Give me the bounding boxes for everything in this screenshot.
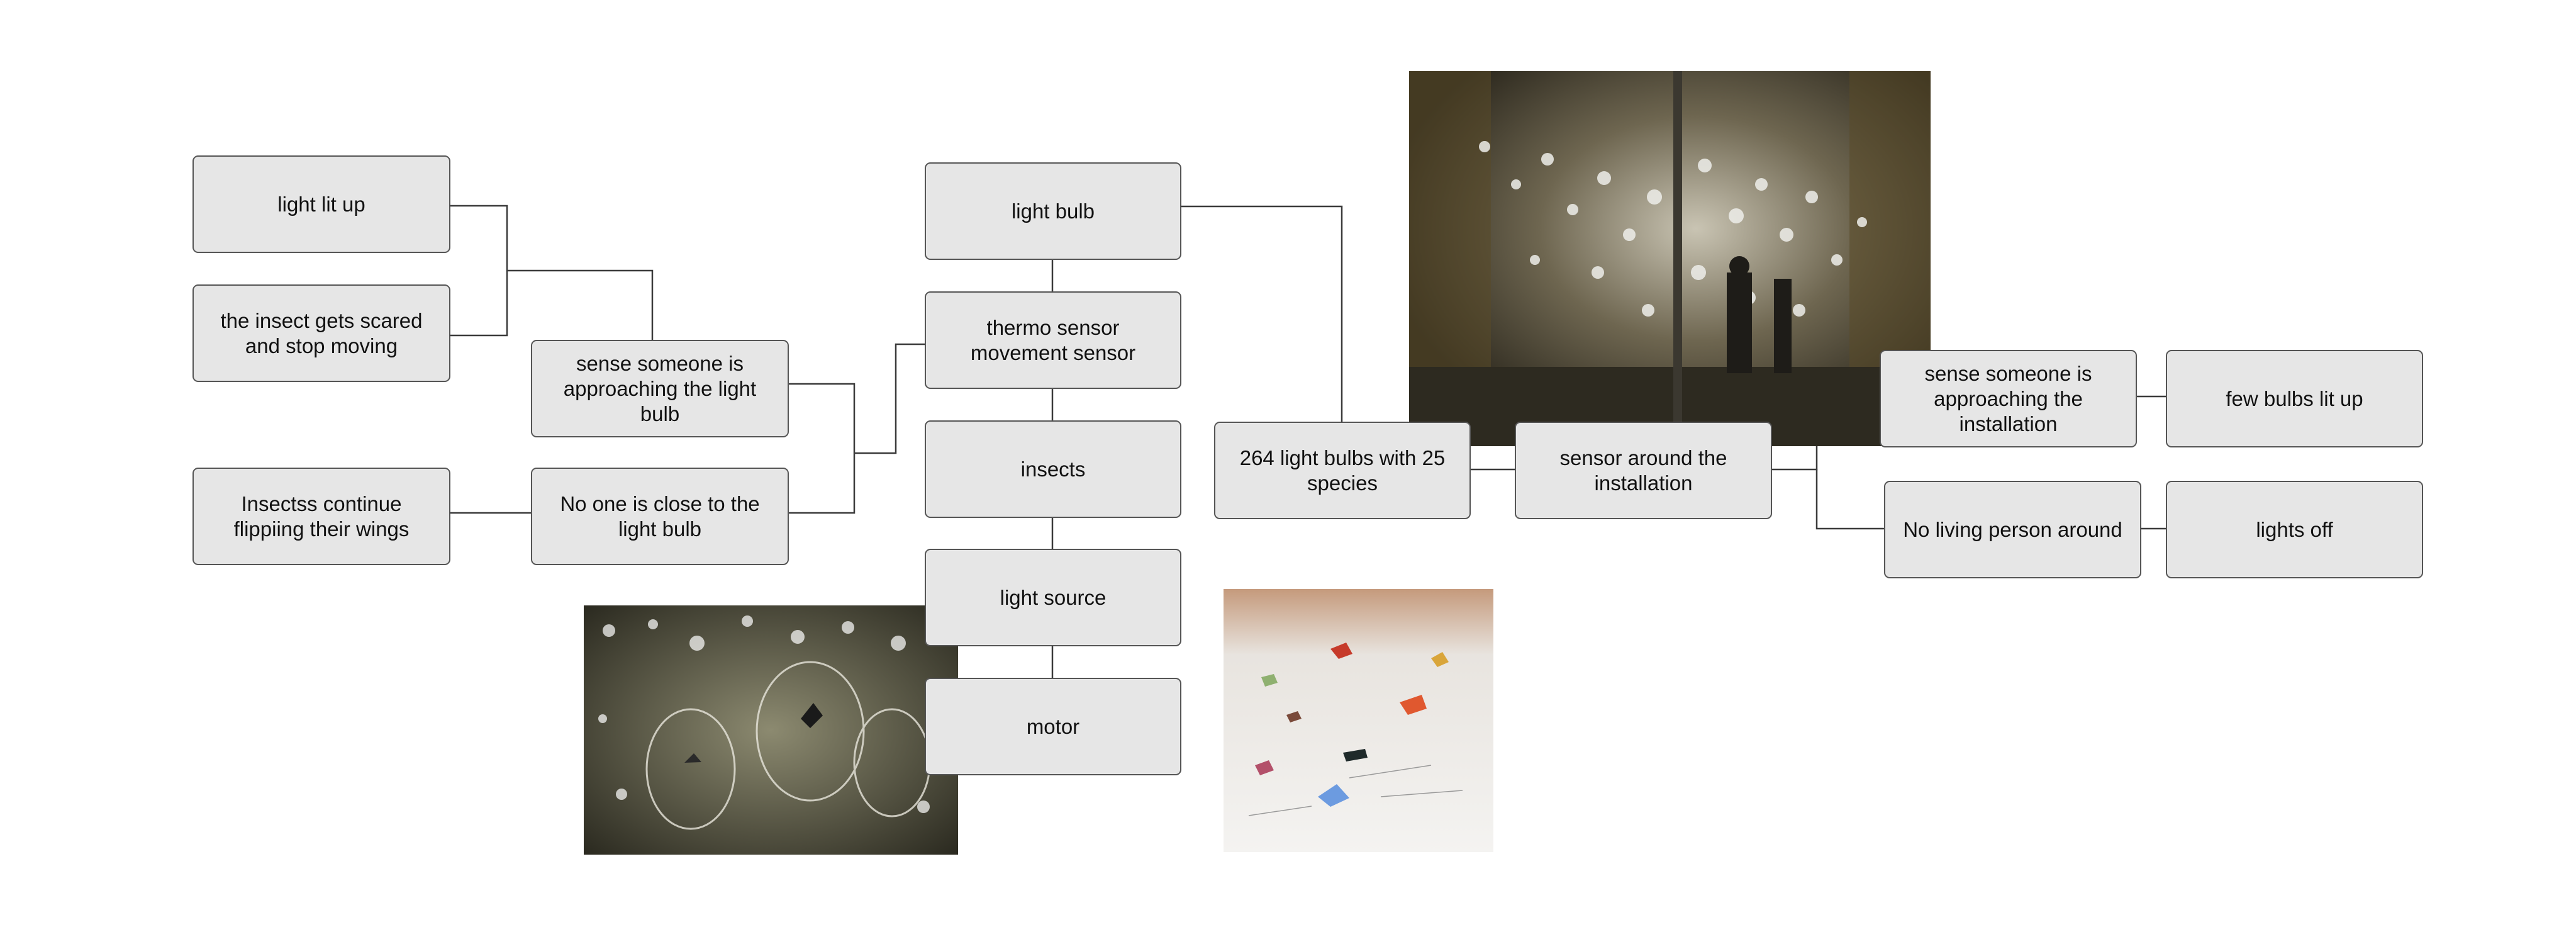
- bulbs-closeup-photo: [584, 605, 958, 855]
- connector-sensor-branch-down: [1815, 469, 1884, 530]
- connector-scared: [450, 271, 508, 337]
- node-light-source: light source: [925, 549, 1181, 646]
- insects-display-photo: [1224, 589, 1493, 852]
- connector-left-to-thermo: [854, 343, 925, 454]
- node-few-bulbs: few bulbs lit up: [2166, 350, 2423, 447]
- node-insects: insects: [925, 420, 1181, 518]
- node-lights-off: lights off: [2166, 481, 2423, 578]
- node-insects-continue: Insectss continue flippiing their wings: [192, 468, 450, 565]
- node-no-living-person: No living person around: [1884, 481, 2141, 578]
- connector-bulb-to-species: [1181, 205, 1343, 422]
- connector-lit-up: [450, 205, 654, 340]
- node-motor: motor: [925, 678, 1181, 775]
- node-no-one-close: No one is close to the light bulb: [531, 468, 789, 565]
- node-sense-approach-bulb: sense someone is approaching the light b…: [531, 340, 789, 437]
- node-bulbs-species: 264 light bulbs with 25 species: [1214, 422, 1471, 519]
- node-sense-approach-install: sense someone is approaching the install…: [1880, 350, 2137, 447]
- node-light-bulb: light bulb: [925, 162, 1181, 260]
- node-insect-scared: the insect gets scared and stop moving: [192, 284, 450, 382]
- installation-hall-photo: [1409, 71, 1931, 446]
- node-thermo-sensor: thermo sensor movement sensor: [925, 291, 1181, 389]
- node-light-lit-up: light lit up: [192, 155, 450, 253]
- node-sensor-around: sensor around the installation: [1515, 422, 1772, 519]
- connector-approach-bulb: [789, 383, 856, 514]
